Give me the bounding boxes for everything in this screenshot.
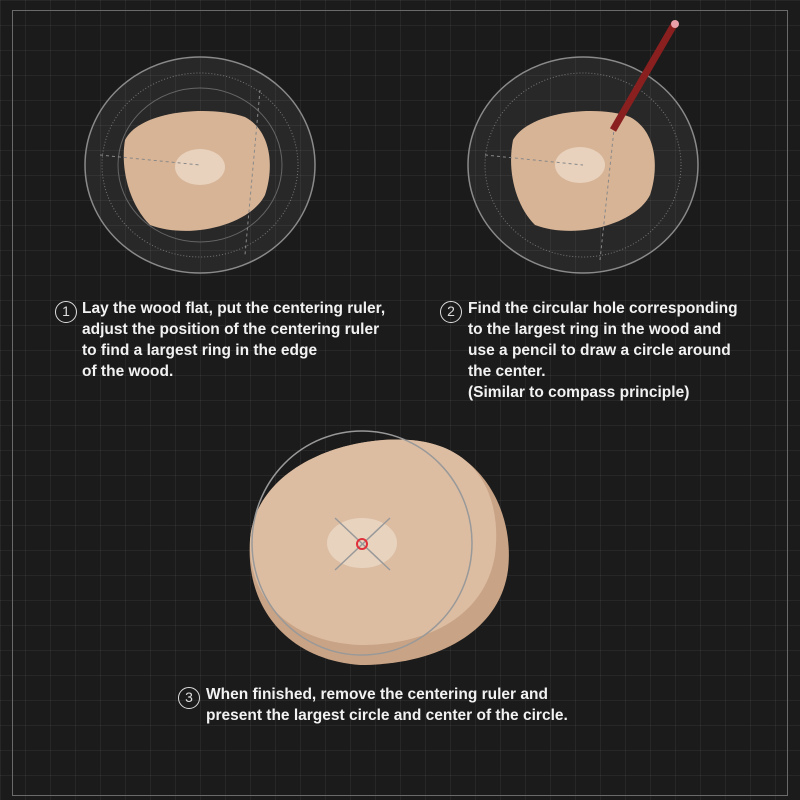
step-3: 3 When finished, remove the centering ru… <box>178 684 568 726</box>
text-line: the center. <box>468 363 546 380</box>
step2-image <box>467 20 699 274</box>
text-line: When finished, remove the centering rule… <box>206 686 548 703</box>
step-number-1: 1 <box>55 301 77 323</box>
text-line: to the largest ring in the wood and <box>468 321 722 338</box>
text-line: Lay the wood flat, put the centering rul… <box>82 300 386 317</box>
center-mark-icon <box>356 538 368 550</box>
step-3-text: When finished, remove the centering rule… <box>206 684 568 726</box>
step-number-2: 2 <box>440 301 462 323</box>
step-1: 1 Lay the wood flat, put the centering r… <box>55 298 385 382</box>
step-1-text: Lay the wood flat, put the centering rul… <box>82 298 385 382</box>
text-line: Find the circular hole corresponding <box>468 300 738 317</box>
text-line: (Similar to compass principle) <box>468 384 690 401</box>
text-line: to find a largest ring in the edge <box>82 342 318 359</box>
step3-image <box>249 430 509 665</box>
text-line: adjust the position of the centering rul… <box>82 321 380 338</box>
text-line: present the largest circle and center of… <box>206 707 568 724</box>
image-frame <box>12 10 788 796</box>
step-2-text: Find the circular hole corresponding to … <box>468 298 738 403</box>
step-number-3: 3 <box>178 687 200 709</box>
pencil-icon <box>609 21 679 132</box>
text-line: of the wood. <box>82 363 174 380</box>
text-line: use a pencil to draw a circle around <box>468 342 731 359</box>
step1-image <box>84 56 316 274</box>
step-2: 2 Find the circular hole corresponding t… <box>440 298 738 403</box>
